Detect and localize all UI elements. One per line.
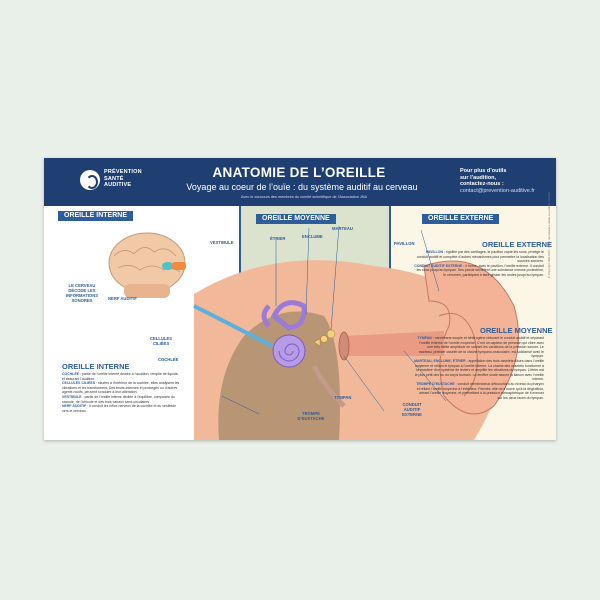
label-eustachian-tube: TROMPE D’EUSTACHE [297,411,325,421]
tab-outer-ear: OREILLE EXTERNE [422,214,500,224]
middle-ear-text: TYMPAN : membrane souple et hétérogène o… [414,336,544,400]
middle-ear-illustration [311,329,350,408]
inner-ear-heading: OREILLE INTERNE [62,362,130,371]
label-eardrum: TYMPAN [334,395,352,400]
label-hair-cells: CELLULES CILIÉES [149,336,173,346]
label-incus: ENCLUME [302,234,323,239]
anatomy-poster: PRÉVENTION SANTÉ AUDITIVE ANATOMIE DE L’… [44,158,556,440]
list-item: TROMPE D’EUSTACHE : conduit membraneux d… [416,381,544,400]
tab-inner-ear: OREILLE INTERNE [58,211,134,221]
list-item: TYMPAN : membrane souple et hétérogène o… [417,336,544,359]
inner-ear-text: COCHLÉE : partie de l’oreille interne dé… [62,372,180,413]
tab-middle-ear: OREILLE MOYENNE [256,214,336,224]
label-vestibule: VESTIBULE [210,240,234,245]
list-item: CELLULES CILIÉES : situées à l’intérieur… [62,381,180,395]
label-brain: LE CERVEAU DÉCODE LES INFORMATIONS SONOR… [65,283,99,303]
middle-ear-heading: OREILLE MOYENNE [480,326,553,335]
contact-email[interactable]: contact@prevention-auditive.fr [460,187,535,194]
list-item: VESTIBULE : partie de l’oreille interne … [62,394,175,404]
list-item: NERF AUDITIF : il conduit les influx ner… [62,404,177,413]
brand-name: PRÉVENTION SANTÉ AUDITIVE [104,169,142,189]
outer-ear-heading: OREILLE EXTERNE [482,240,553,249]
leader-lines [221,225,447,415]
contact-block: Pour plus d’outils sur l’audition, conta… [460,168,535,194]
inner-ear-illustration [193,300,307,368]
copyright-note: © Copyright JNA 2023 - Toute reproductio… [547,191,551,278]
label-cochlea: COCHLÉE [158,357,179,362]
list-item: CONDUIT AUDITIF EXTERNE : il forme, avec… [414,263,544,277]
list-item: MARTEAU, ENCLUME, ÉTRIER : appellation d… [414,358,544,382]
ear-illustration [108,225,519,440]
label-stapes: ÉTRIER [270,236,286,241]
outer-ear-illustration [344,260,519,415]
poster-header: PRÉVENTION SANTÉ AUDITIVE ANATOMIE DE L’… [44,158,556,206]
brain-illustration [108,232,186,298]
poster-subtitle: Voyage au coeur de l’ouïe : du système a… [186,182,418,192]
poster-title: ANATOMIE DE L’OREILLE [212,165,386,180]
list-item: COCHLÉE : partie de l’oreille interne dé… [62,372,179,381]
poster-credit: Avec le concours des membres du comité s… [240,195,368,199]
ear-logo-icon [80,170,100,190]
label-ear-canal: CONDUIT AUDITIF EXTERNE [402,402,422,417]
outer-ear-text: PAVILLON : rigidifié par des cartilages,… [414,250,544,278]
label-pinna: PAVILLON [394,241,415,246]
label-auditory-nerve: NERF AUDITIF [108,296,137,301]
label-malleus: MARTEAU [332,226,353,231]
list-item: PAVILLON : rigidifié par des cartilages,… [416,250,544,264]
